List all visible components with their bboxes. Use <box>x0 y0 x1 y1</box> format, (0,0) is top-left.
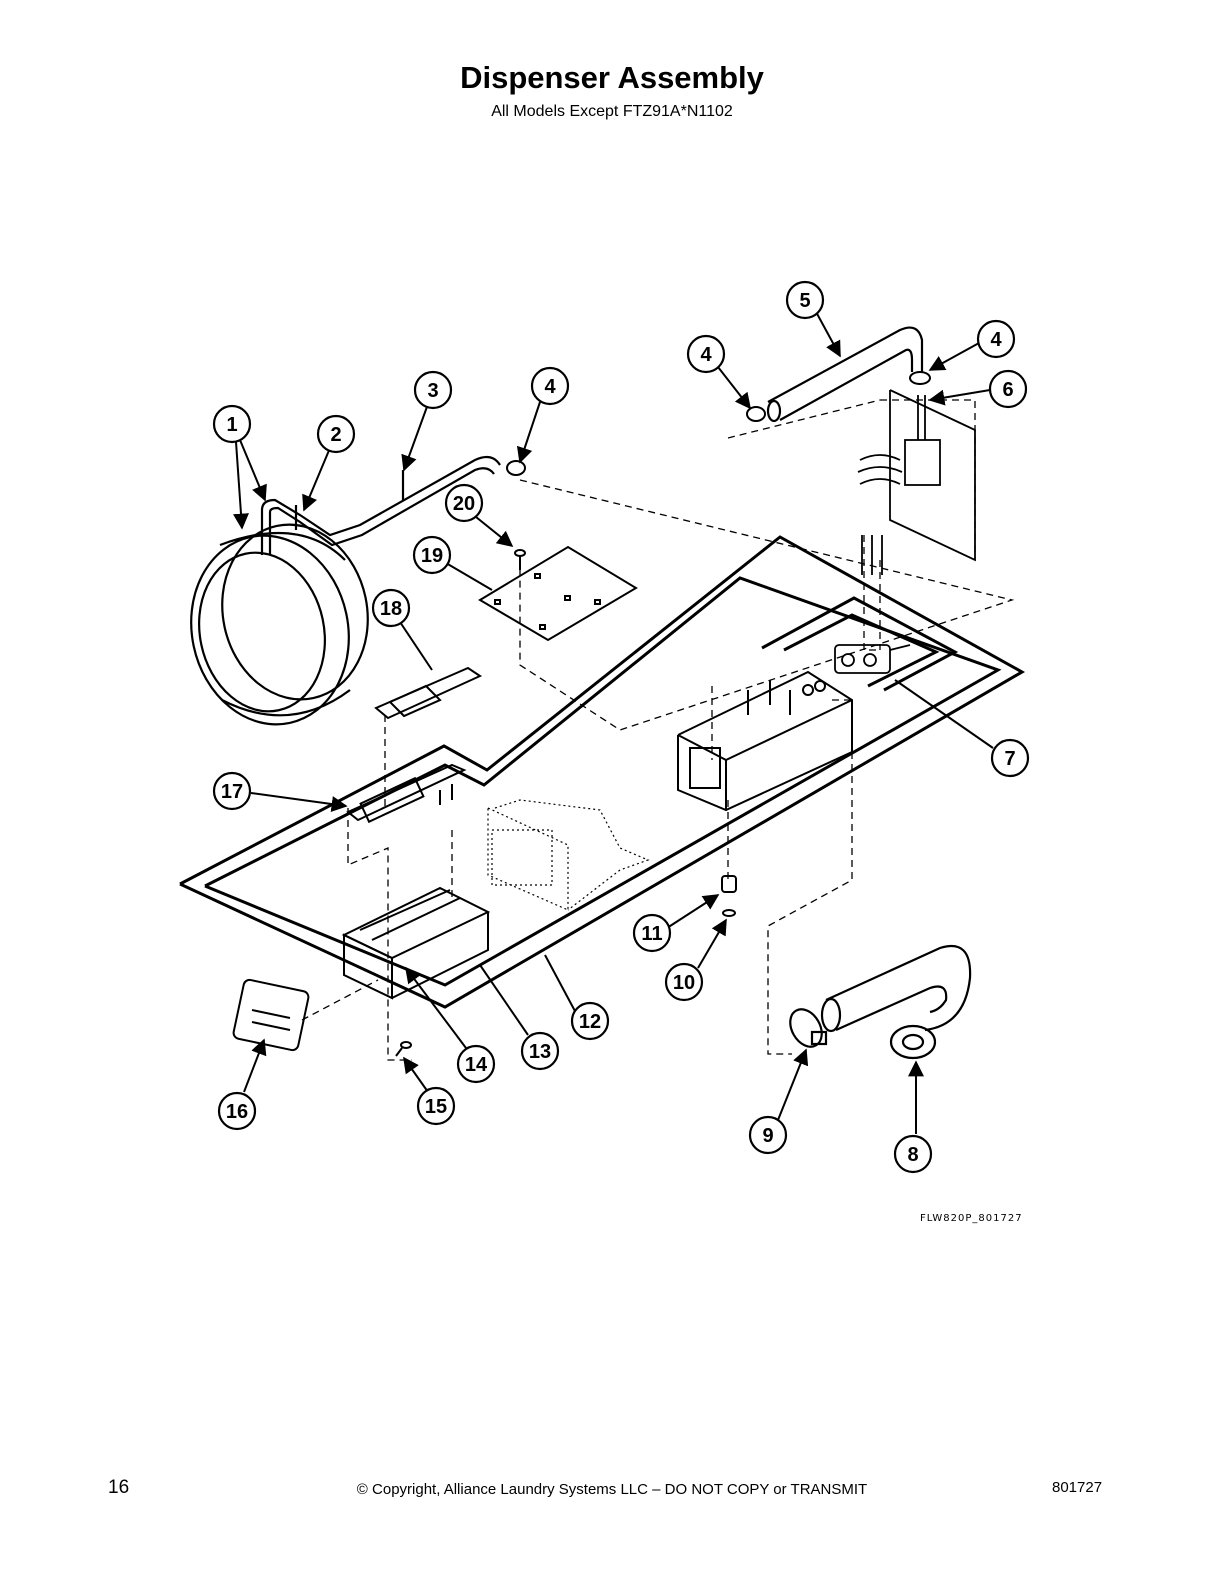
hose-clamps <box>506 371 931 476</box>
callout-circle <box>413 370 453 410</box>
phantom-tub-outline <box>487 799 650 911</box>
assembly-guide-lines <box>301 399 1015 1061</box>
callout-circle <box>412 535 452 575</box>
callout-label: 15 <box>425 1096 447 1118</box>
callout-c18: 18 <box>371 588 411 628</box>
callout-c19: 19 <box>412 535 452 575</box>
callout-label: 16 <box>226 1101 248 1123</box>
callout-c2: 2 <box>316 414 356 454</box>
siphon-cap-part <box>374 666 483 720</box>
callout-circle <box>456 1044 496 1084</box>
callout-c9: 9 <box>748 1115 788 1155</box>
callout-c14: 14 <box>456 1044 496 1084</box>
callout-label: 19 <box>421 545 443 567</box>
callout-label: 4 <box>990 329 1002 351</box>
callout-c8: 8 <box>893 1134 933 1174</box>
document-number: 801727 <box>1052 1479 1103 1496</box>
callout-c17: 17 <box>212 771 252 811</box>
callout-c13: 13 <box>520 1031 560 1071</box>
callout-circle <box>316 414 356 454</box>
callout-c3: 3 <box>413 370 453 410</box>
callout-c12: 12 <box>570 1001 610 1041</box>
door-boot-part <box>190 523 369 726</box>
callout-circle <box>212 404 252 444</box>
callout-circle <box>664 962 704 1002</box>
callout-c4b: 4 <box>686 334 726 374</box>
callout-label: 12 <box>579 1011 601 1033</box>
callout-circle <box>632 913 672 953</box>
drawer-front-part <box>232 978 310 1052</box>
callout-c16: 16 <box>217 1091 257 1131</box>
callout-label: 14 <box>465 1054 488 1076</box>
dispenser-drawer-part <box>341 886 491 1000</box>
callout-label: 5 <box>799 290 810 312</box>
callout-label: 8 <box>907 1144 918 1166</box>
callout-label: 17 <box>221 781 243 803</box>
callout-c4c: 4 <box>976 319 1016 359</box>
callout-c7: 7 <box>990 738 1030 778</box>
valve-bracket-part <box>857 389 976 562</box>
callout-c4a: 4 <box>530 366 570 406</box>
callout-circle <box>748 1115 788 1155</box>
screw-part-20 <box>514 549 526 570</box>
drain-hose-part <box>789 945 972 1060</box>
leader-lines <box>233 309 994 1134</box>
callout-label: 20 <box>453 493 475 515</box>
callout-label: 7 <box>1004 748 1015 770</box>
callout-circle <box>520 1031 560 1071</box>
callout-c20: 20 <box>444 483 484 523</box>
callout-label: 4 <box>544 376 556 398</box>
callout-c10: 10 <box>664 962 704 1002</box>
callout-label: 3 <box>427 380 438 402</box>
callout-label: 2 <box>330 424 341 446</box>
callout-label: 18 <box>380 598 402 620</box>
callout-circle <box>371 588 411 628</box>
screw-part-15 <box>395 1041 412 1057</box>
callout-circle <box>988 369 1028 409</box>
page-title: Dispenser Assembly <box>460 60 764 95</box>
callout-circle <box>785 280 825 320</box>
cover-plate-part <box>478 545 638 642</box>
fill-hose-part <box>260 455 501 555</box>
callout-circle <box>686 334 726 374</box>
drawer-handle-part <box>346 763 467 824</box>
callout-label: 4 <box>700 344 712 366</box>
callout-circle <box>217 1091 257 1131</box>
callout-label: 11 <box>641 923 662 945</box>
callout-c5: 5 <box>785 280 825 320</box>
callout-circle <box>530 366 570 406</box>
callout-label: 1 <box>226 414 237 436</box>
small-fittings <box>721 875 737 917</box>
page-subtitle: All Models Except FTZ91A*N1102 <box>491 103 733 120</box>
page-number: 16 <box>108 1477 130 1498</box>
callout-label: 10 <box>673 972 695 994</box>
drawing-code: FLW820P_801727 <box>920 1213 1023 1224</box>
water-valve-part <box>834 535 911 674</box>
callout-c1: 1 <box>212 404 252 444</box>
callout-circle <box>570 1001 610 1041</box>
cabinet-frame <box>179 535 1026 1009</box>
callout-circle <box>416 1086 456 1126</box>
callout-label: 9 <box>762 1125 773 1147</box>
callout-circle <box>976 319 1016 359</box>
callout-label: 6 <box>1002 379 1013 401</box>
callout-c6: 6 <box>988 369 1028 409</box>
callout-label: 13 <box>529 1041 551 1063</box>
callout-c11: 11 <box>632 913 672 953</box>
dispenser-housing-part <box>677 670 853 812</box>
callout-circle <box>212 771 252 811</box>
callout-circle <box>893 1134 933 1174</box>
callout-circle <box>444 483 484 523</box>
callout-circle <box>990 738 1030 778</box>
inlet-hose-part <box>766 326 924 423</box>
copyright-notice: © Copyright, Alliance Laundry Systems LL… <box>356 1481 868 1498</box>
callout-c15: 15 <box>416 1086 456 1126</box>
